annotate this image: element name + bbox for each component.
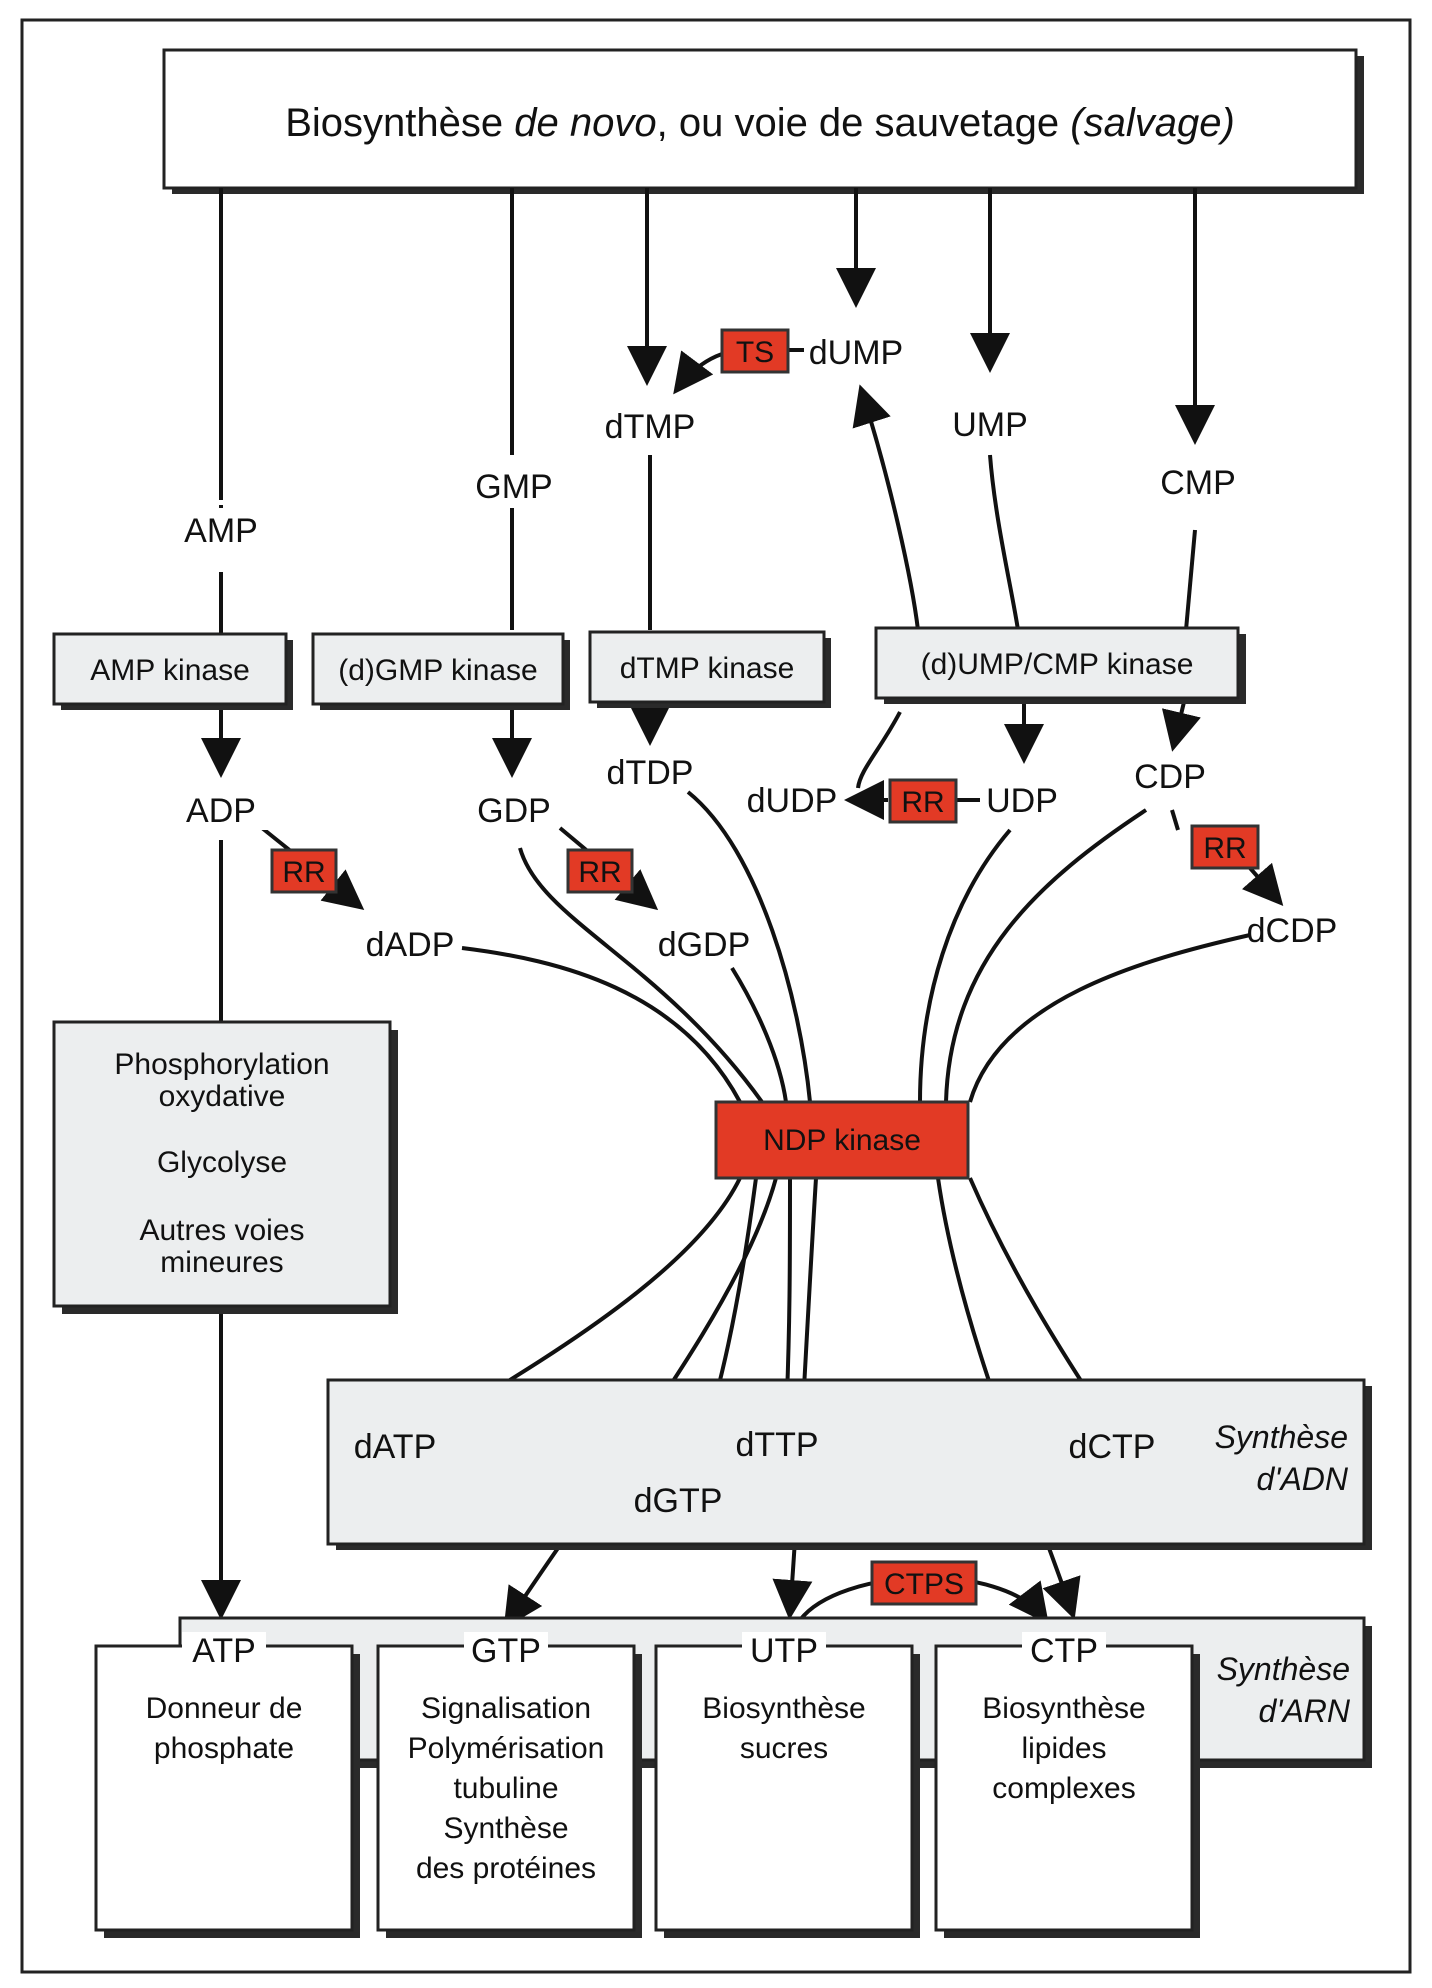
energy-sources-box <box>52 1020 392 1308</box>
amp-kinase-box <box>52 632 288 706</box>
datp-label: dATP <box>354 1428 437 1466</box>
ctp-function-line-2: lipides <box>1021 1732 1106 1765</box>
ctp-label: CTP <box>1030 1632 1098 1670</box>
dttp-label: dTTP <box>735 1426 818 1464</box>
dna-region-line-1: Synthèse <box>1215 1419 1348 1455</box>
adp-label: ADP <box>186 792 256 830</box>
atp-function-line-2: phosphate <box>154 1732 294 1765</box>
rr-box-cdp <box>1190 824 1260 870</box>
dtmp-label: dTMP <box>605 408 696 446</box>
rr-label-udp: RR <box>901 786 944 819</box>
atp-function-box <box>94 1644 354 1932</box>
energy-line-4: Autres voies <box>139 1214 304 1247</box>
gtp-function-box <box>376 1644 636 1932</box>
dump-label: dUMP <box>809 334 903 372</box>
energy-line-2: oxydative <box>159 1080 286 1113</box>
dtdp-label: dTDP <box>607 754 694 792</box>
atp-function-line-1: Donneur de <box>146 1692 303 1725</box>
atp-label: ATP <box>192 1632 256 1670</box>
ts-label: TS <box>736 336 774 369</box>
dadp-label: dADP <box>366 926 455 964</box>
ump-cmp-kinase-label: (d)UMP/CMP kinase <box>921 648 1194 681</box>
dgtp-label: dGTP <box>634 1482 723 1520</box>
ump-cmp-kinase-box <box>874 626 1240 700</box>
header-title: Biosynthèse de novo, ou voie de sauvetag… <box>285 101 1235 145</box>
dcdp-label: dCDP <box>1247 912 1338 950</box>
utp-function-line-1: Biosynthèse <box>702 1692 865 1725</box>
rr-box-adp <box>270 848 338 894</box>
energy-line-5: mineures <box>160 1246 283 1279</box>
dudp-label: dUDP <box>747 782 838 820</box>
dgdp-label: dGDP <box>658 926 751 964</box>
rr-box-udp <box>888 778 958 824</box>
rr-label-gdp: RR <box>578 856 621 889</box>
ump-label: UMP <box>952 406 1028 444</box>
utp-function-line-2: sucres <box>740 1732 828 1765</box>
amp-label: AMP <box>184 512 258 550</box>
cmp-label: CMP <box>1160 464 1236 502</box>
utp-label: UTP <box>750 1632 818 1670</box>
ndp-kinase-box <box>714 1100 970 1180</box>
rr-label-cdp: RR <box>1203 832 1246 865</box>
dna-synthesis-panel <box>326 1378 1366 1546</box>
gtp-label: GTP <box>471 1632 541 1670</box>
dtmp-kinase-box <box>588 630 826 704</box>
dna-region-line-2: d'ADN <box>1257 1461 1349 1497</box>
ctp-function-line-3: complexes <box>992 1772 1135 1805</box>
cdp-label: CDP <box>1134 758 1206 796</box>
udp-label: UDP <box>986 782 1058 820</box>
ts-box <box>720 328 790 374</box>
amp-kinase-label: AMP kinase <box>90 654 250 687</box>
gtp-function-line-2: Polymérisation <box>408 1732 605 1765</box>
ctps-label: CTPS <box>884 1568 964 1601</box>
ctps-box <box>870 1560 978 1606</box>
gdp-label: GDP <box>477 792 551 830</box>
rr-box-gdp <box>566 848 634 894</box>
ndp-kinase-label: NDP kinase <box>763 1124 921 1157</box>
rna-region-line-1: Synthèse <box>1217 1651 1350 1687</box>
gtp-function-line-4: Synthèse <box>443 1812 568 1845</box>
gtp-function-line-5: des protéines <box>416 1852 596 1885</box>
rr-label-adp: RR <box>282 856 325 889</box>
gmp-label: GMP <box>475 468 552 506</box>
ctp-function-line-1: Biosynthèse <box>982 1692 1145 1725</box>
energy-line-3: Glycolyse <box>157 1146 287 1179</box>
energy-line-1: Phosphorylation <box>114 1048 329 1081</box>
gmp-kinase-box <box>311 632 565 706</box>
dtmp-kinase-label: dTMP kinase <box>620 652 795 685</box>
dctp-label: dCTP <box>1069 1428 1156 1466</box>
gmp-kinase-label: (d)GMP kinase <box>338 654 538 687</box>
utp-function-box <box>654 1644 914 1932</box>
gtp-function-line-3: tubuline <box>453 1772 558 1805</box>
gtp-function-line-1: Signalisation <box>421 1692 591 1725</box>
rna-region-line-2: d'ARN <box>1259 1693 1351 1729</box>
header-box <box>162 48 1358 190</box>
